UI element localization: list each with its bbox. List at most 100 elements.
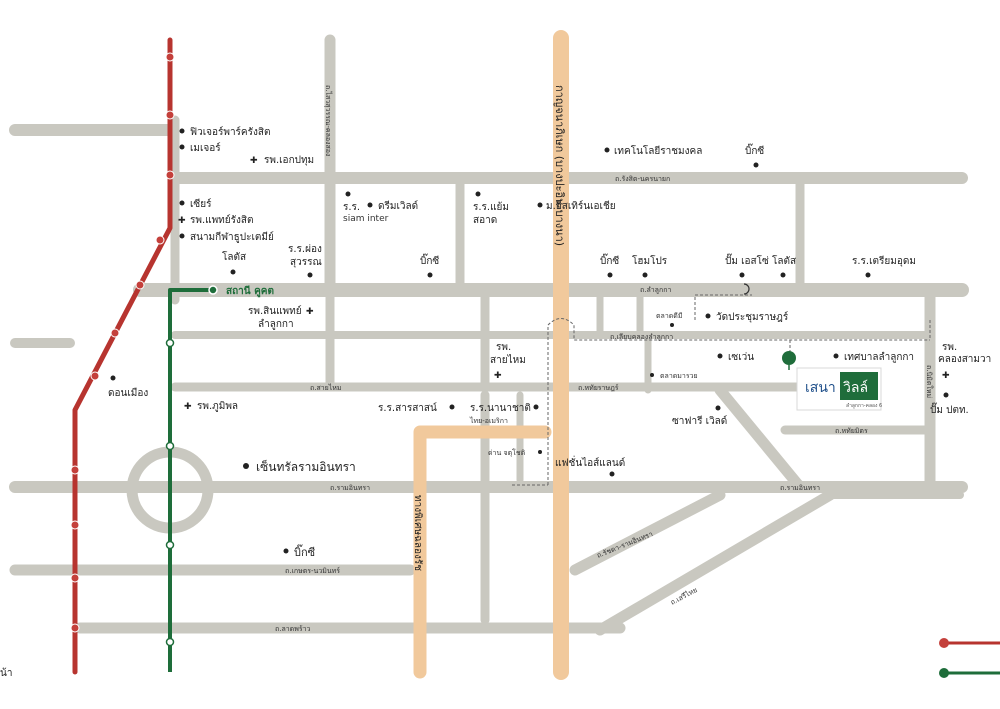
project-name-right: วิลล์	[843, 379, 868, 396]
place-dream-world: ดรีมเวิลด์	[378, 200, 418, 212]
place-dot	[243, 463, 249, 469]
road-diagonal-1	[714, 384, 806, 493]
place-eastern-asia: ม.อีสเทิร์นเอเชีย	[546, 200, 616, 212]
legend: น้า	[0, 638, 1000, 679]
road-label-lam-luk-ka: ถ.ลำลูกกา	[640, 286, 671, 294]
u-turn-icon	[743, 283, 750, 295]
hospital-icon: ✚	[250, 156, 258, 166]
place-dot	[110, 375, 116, 381]
place-tessaban: เทศบาลลำลูกกา	[844, 352, 914, 363]
hospital-icon: ✚	[184, 402, 192, 412]
place-bigc-low: บิ๊กซี	[294, 544, 316, 559]
green-line-station	[165, 637, 175, 647]
place-don-mueang: ดอนเมือง	[108, 387, 148, 399]
red-line-station	[70, 623, 80, 633]
place-bhumibol: รพ.ภูมิพล	[197, 401, 238, 412]
place-dot	[367, 202, 373, 208]
place-bigc-top: บิ๊กซี	[745, 143, 764, 157]
place-dot	[650, 373, 654, 377]
project-name-left: เสนา	[805, 380, 836, 396]
place-dot	[345, 191, 351, 197]
red-line-station	[165, 170, 175, 180]
legend-green-dot	[939, 668, 949, 678]
project-location-pin[interactable]	[782, 351, 796, 365]
road-label-nimit-mai: ถ.นิมิตใหม่	[925, 365, 934, 398]
road-label-liap-khlong: ถ.เลียบคลองลำลูกกา	[610, 333, 673, 341]
place-esso: ปั๊ม เอสโซ่	[725, 253, 769, 267]
place-siam-inter-line2: siam inter	[343, 214, 389, 224]
place-dot	[780, 272, 786, 278]
place-dot	[230, 269, 236, 275]
place-sinphaet-line2: ลำลูกกา	[258, 319, 294, 330]
station-label-khu-khot: สถานี คูคต	[226, 285, 274, 298]
road-label-kaset-nawamin: ถ.เกษตร-นวมินทร์	[285, 567, 340, 575]
place-dot	[607, 272, 613, 278]
place-khlong-hosp-line1: รพ.	[942, 342, 957, 353]
project-tagline: ลำลูกกา-คลอง 6	[846, 403, 882, 409]
khu-khot-station-marker	[208, 285, 218, 295]
place-ptt: ปั๊ม ปตท.	[930, 402, 969, 416]
place-dot	[715, 405, 721, 411]
place-khlong-hosp-line2: คลองสามวา	[938, 354, 991, 365]
place-sai-mai-hosp-line1: รพ.	[496, 342, 511, 353]
road-seri-thai	[594, 489, 836, 636]
legend-red-dot	[939, 638, 949, 648]
road-labels: ถ.รังสิต-นครนายก ถ.ลำลูกกา ถ.สายไหม ถ.รา…	[275, 85, 934, 633]
place-dot	[604, 147, 610, 153]
road-label-hathai-rat: ถ.หทัยราษฎร์	[578, 384, 619, 392]
place-dot	[427, 272, 433, 278]
hospital-icon: ✚	[942, 371, 950, 381]
rail-red-line	[70, 37, 175, 675]
place-talad-dee: ตลาดดีมี	[656, 312, 682, 320]
place-dot	[705, 313, 711, 319]
place-dot	[865, 272, 871, 278]
red-line-station	[135, 280, 145, 290]
road-label-kanchanaphisek: กาญจนาภิเษก (บางปะอิน-บางนา)	[553, 85, 566, 246]
place-stadium: สนามกีฬาธูปะเตมีย์	[190, 231, 274, 243]
road-label-sai-mai: ถ.สายไหม	[310, 383, 342, 392]
place-central: เซ็นทรัลรามอินทรา	[256, 459, 356, 474]
place-dot	[307, 272, 313, 278]
hospital-icon: ✚	[494, 371, 502, 381]
expressway-chalong-rat	[413, 425, 552, 679]
road-label-left-vertical: ถ.ไสวสุวรรณ-คลองสอง	[324, 85, 333, 156]
place-yaem-line1: ร.ร.แย้ม	[473, 201, 509, 213]
project-logo-green-block	[840, 372, 878, 400]
place-dot	[538, 450, 542, 454]
place-major: เมเจอร์	[190, 142, 221, 154]
place-paet-rangsit: รพ.แพทย์รังสิต	[190, 214, 253, 226]
route-path	[512, 283, 931, 486]
place-bigc-right: บิ๊กซี	[600, 253, 619, 267]
place-dot	[833, 353, 839, 359]
place-dot	[179, 200, 185, 206]
place-dot	[179, 128, 185, 134]
road-label-ram-inthra-left: ถ.รามอินทรา	[330, 484, 370, 492]
red-line-station	[110, 328, 120, 338]
red-line-station	[70, 573, 80, 583]
place-ekpathum: รพ.เอกปทุม	[264, 155, 314, 166]
project-marker[interactable]: เสนา วิลล์ ลำลูกกา-คลอง 6	[782, 351, 882, 411]
road-label-chalong-rat: ทางพิเศษฉลองรัช	[412, 495, 423, 571]
place-siam-inter-line1: ร.ร.	[343, 202, 360, 213]
place-dot	[449, 404, 455, 410]
place-lotus-right: โลตัส	[772, 254, 796, 267]
place-dot	[533, 404, 539, 410]
place-safari: ซาฟารี เวิลด์	[672, 415, 727, 427]
red-line-station	[90, 371, 100, 381]
place-lotus-left: โลตัส	[222, 250, 246, 263]
red-line-station	[70, 465, 80, 475]
place-dot	[283, 548, 289, 554]
place-rajamangala: เทคโนโลยีราชมงคล	[614, 144, 702, 157]
place-seven: เซเว่น	[728, 352, 754, 363]
rail-green-line	[165, 285, 218, 672]
place-phong-line2: สุวรรณ	[290, 257, 322, 268]
place-sarasat: ร.ร.สารสาสน์	[378, 402, 437, 414]
place-zeer: เซียร์	[190, 198, 212, 210]
place-fashion: แฟชั่นไอส์แลนด์	[555, 455, 625, 469]
place-nanachat-line1: ร.ร.นานาชาติ	[470, 403, 531, 414]
red-line-station	[70, 520, 80, 530]
place-toll: ด่าน จตุโชติ	[488, 448, 526, 457]
place-dot	[642, 272, 648, 278]
place-bigc-mid: บิ๊กซี	[420, 253, 439, 267]
